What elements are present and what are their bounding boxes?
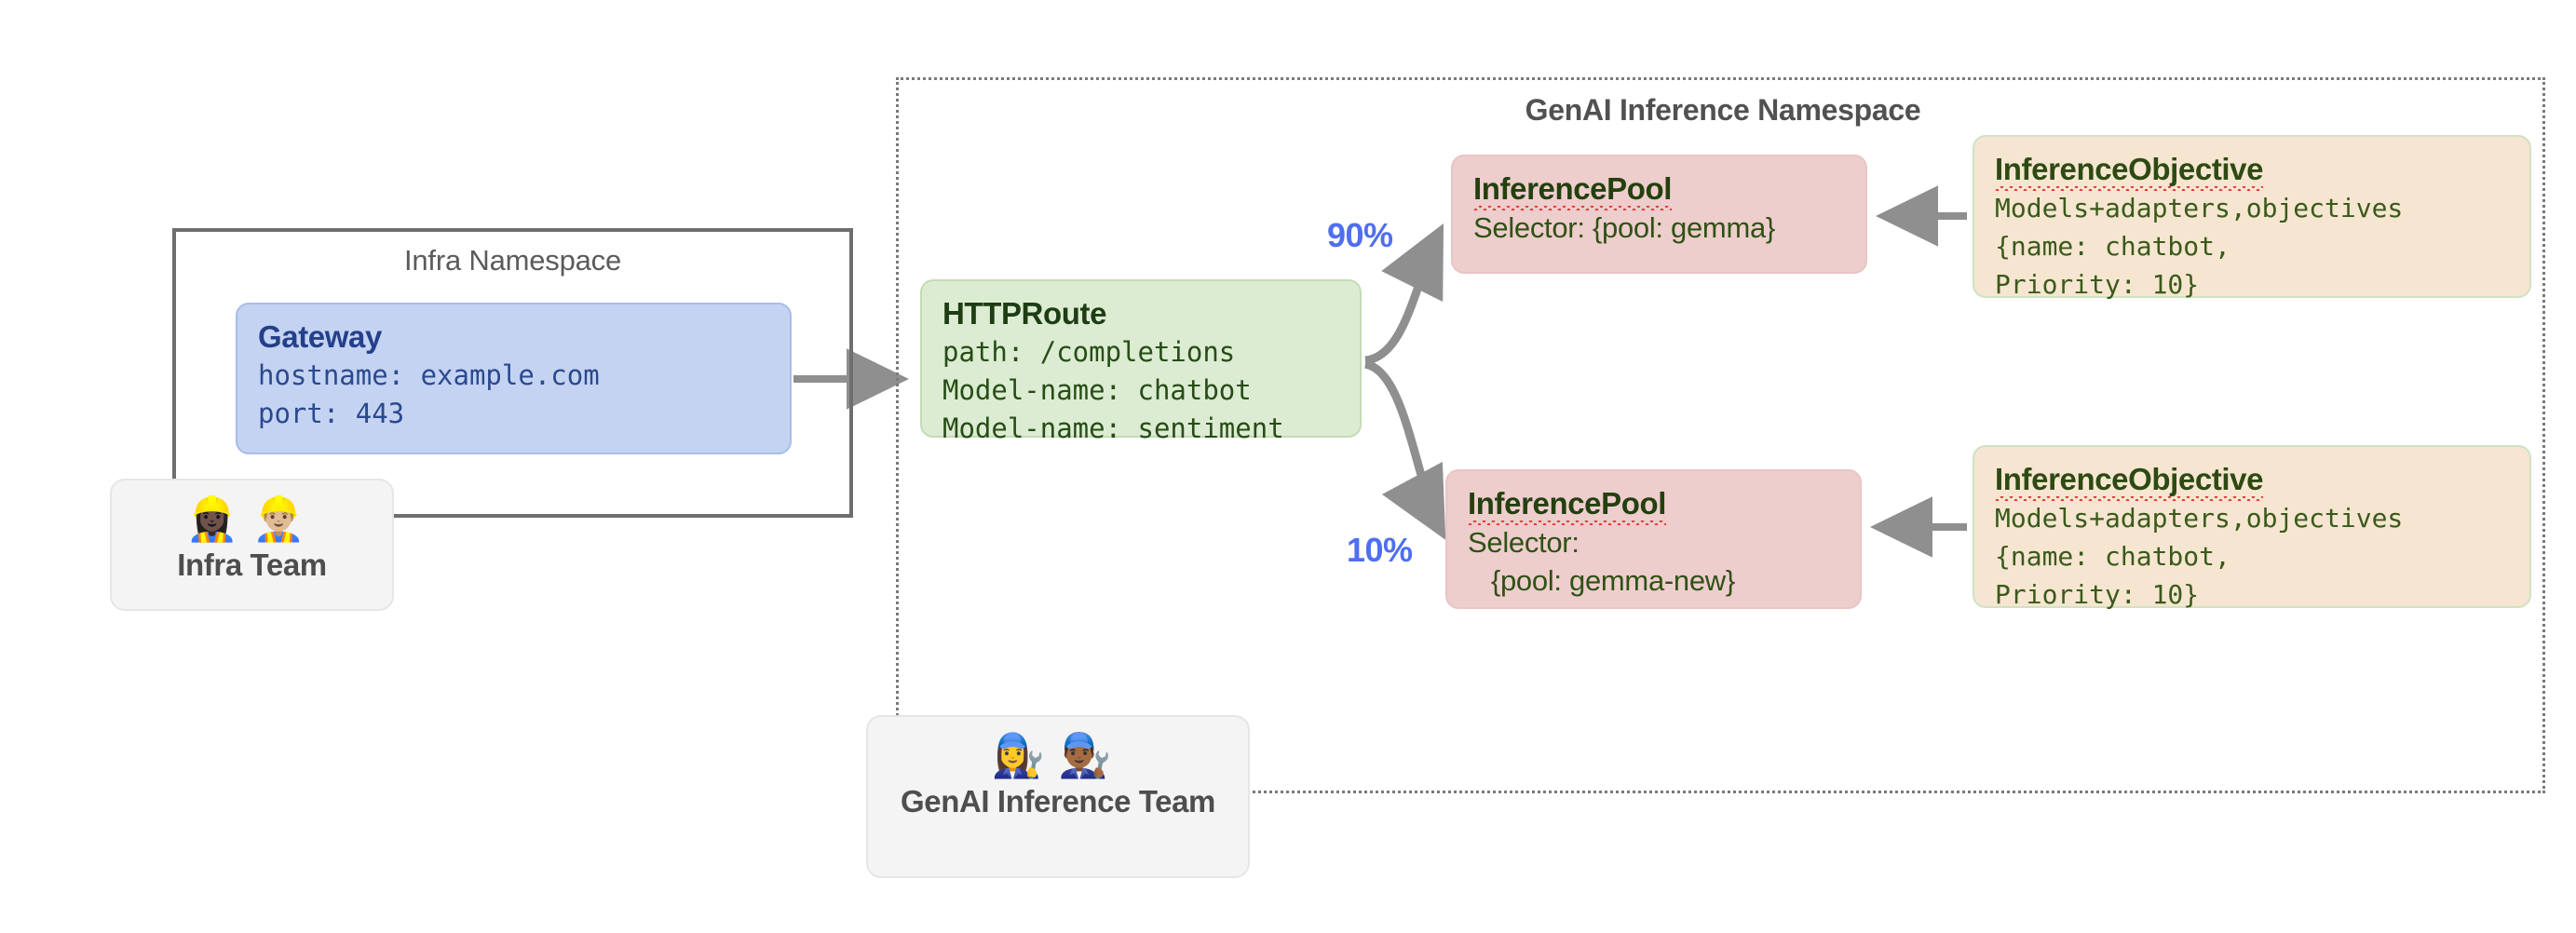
httproute-model-name-chatbot: Model-name: chatbot [942, 374, 1252, 406]
infra-team-label: Infra Team [177, 548, 327, 582]
genai-inference-team-label: GenAI Inference Team [900, 784, 1215, 818]
gateway-card[interactable]: Gateway hostname: example.com port: 443 [236, 303, 792, 454]
httproute-card[interactable]: HTTPRoute path: /completions Model-name:… [920, 279, 1362, 444]
inferenceobjective-bottom-card[interactable]: InferenceObjective Models+adapters,objec… [1973, 445, 2531, 610]
genai-inference-namespace-title: GenAI Inference Namespace [1525, 93, 1921, 127]
httproute-path: path: /completions [942, 336, 1236, 368]
traffic-split-label-10: 10% [1347, 531, 1413, 569]
inferenceobjective-top-card[interactable]: InferenceObjective Models+adapters,objec… [1973, 135, 2531, 300]
inferenceobjective-top-title: InferenceObjective [1995, 150, 2263, 191]
inferenceobjective-bottom-line-models: Models+adapters,objectives [1995, 503, 2404, 534]
inferencepool-gemma-new-selector-label: Selector: [1468, 526, 1579, 559]
infra-team-chip[interactable]: 👷🏿‍♀️👷🏼‍♂️ Infra Team [110, 479, 394, 611]
inferencepool-gemma-title: InferencePool [1473, 169, 1672, 210]
infra-team-avatars-icon: 👷🏿‍♀️👷🏼‍♂️ [185, 494, 319, 544]
infra-namespace-title: Infra Namespace [403, 244, 622, 277]
inferencepool-gemma-card[interactable]: InferencePool Selector: {pool: gemma} [1451, 155, 1867, 274]
inferenceobjective-bottom-line-priority: Priority: 10} [1995, 579, 2200, 610]
gateway-port: port: 443 [258, 398, 405, 429]
gateway-title: Gateway [258, 319, 382, 354]
httproute-model-name-sentiment: Model-name: sentiment [942, 412, 1284, 444]
inferencepool-gemma-new-selector-value: {pool: gemma-new} [1468, 564, 1735, 597]
httproute-title: HTTPRoute [942, 296, 1107, 331]
inferenceobjective-bottom-line-name: {name: chatbot, [1995, 541, 2230, 572]
genai-inference-team-chip[interactable]: 👩‍🔧👨🏾‍🔧 GenAI Inference Team [866, 715, 1250, 878]
genai-inference-namespace-container [896, 77, 2545, 793]
inferenceobjective-top-line-priority: Priority: 10} [1995, 269, 2200, 300]
inferencepool-gemma-new-card[interactable]: InferencePool Selector: {pool: gemma-new… [1445, 469, 1862, 609]
traffic-split-label-90: 90% [1327, 216, 1393, 254]
inferencepool-gemma-new-title: InferencePool [1468, 484, 1666, 525]
inferenceobjective-bottom-title: InferenceObjective [1995, 460, 2263, 501]
infra-namespace-container [172, 228, 853, 518]
inferenceobjective-top-line-name: {name: chatbot, [1995, 231, 2230, 262]
gateway-hostname: hostname: example.com [258, 359, 600, 391]
genai-inference-team-avatars-icon: 👩‍🔧👨🏾‍🔧 [991, 730, 1125, 780]
inferencepool-gemma-selector: Selector: {pool: gemma} [1473, 211, 1775, 244]
inferenceobjective-top-line-models: Models+adapters,objectives [1995, 193, 2404, 223]
